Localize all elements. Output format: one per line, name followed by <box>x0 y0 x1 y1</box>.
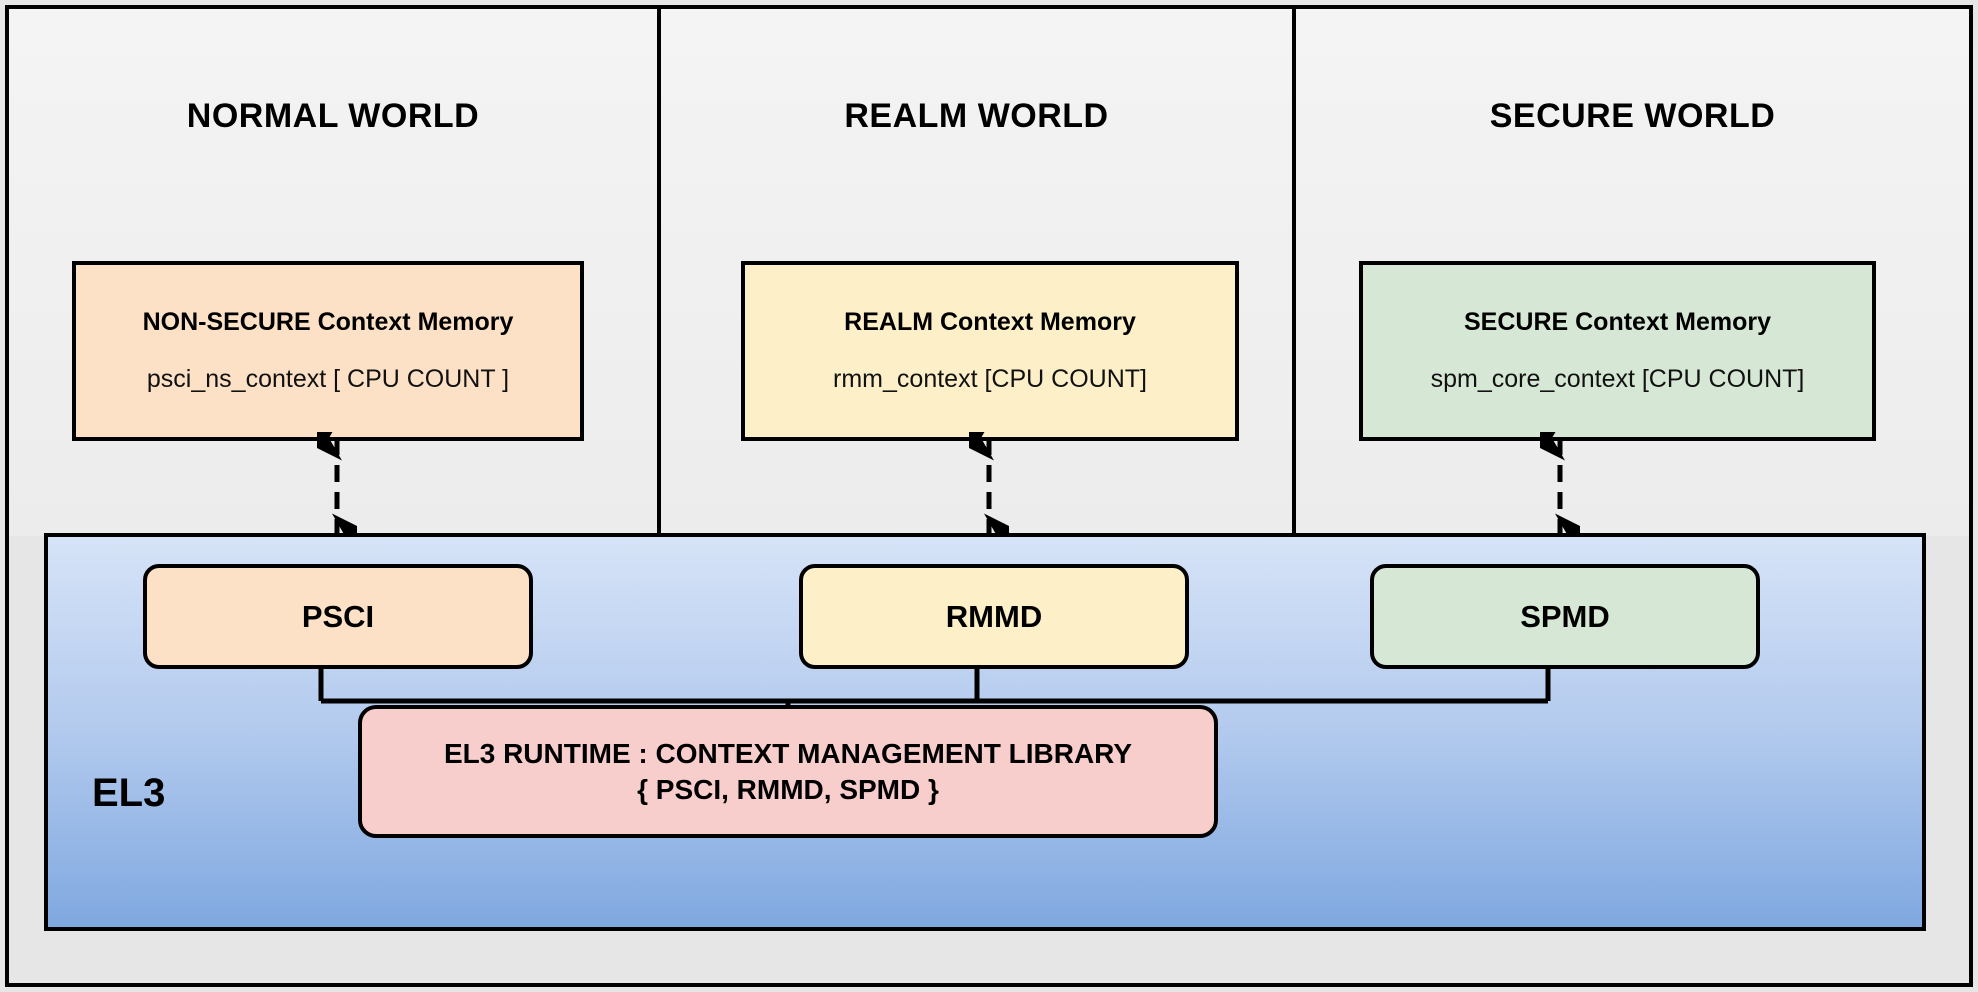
context-memory-title-nonsecure: NON-SECURE Context Memory <box>142 308 514 336</box>
dispatcher-spmd[interactable]: SPMD <box>1370 564 1760 669</box>
el3-panel: EL3 PSCI RMMD SPMD EL3 RUNTIME : CONTEXT… <box>44 533 1926 931</box>
dispatcher-psci-label: PSCI <box>301 598 375 634</box>
world-title-realm: REALM WORLD <box>844 97 1109 135</box>
el3-runtime-library-box[interactable]: EL3 RUNTIME : CONTEXT MANAGEMENT LIBRARY… <box>358 705 1218 838</box>
dashed-arrow-realm <box>969 432 1009 542</box>
context-memory-subtitle-realm: rmm_context [CPU COUNT] <box>833 365 1147 393</box>
dashed-arrow-nonsecure <box>317 432 357 542</box>
context-memory-box-secure: SECURE Context Memory spm_core_context [… <box>1359 261 1876 441</box>
dashed-arrow-secure <box>1540 432 1580 542</box>
context-memory-subtitle-secure: spm_core_context [CPU COUNT] <box>1430 365 1805 393</box>
world-title-secure: SECURE WORLD <box>1489 97 1776 135</box>
outer-frame <box>5 5 1973 987</box>
el3-runtime-library-line2: { PSCI, RMMD, SPMD } <box>637 773 939 805</box>
context-memory-subtitle-nonsecure: psci_ns_context [ CPU COUNT ] <box>146 365 510 393</box>
el3-runtime-library-line1: EL3 RUNTIME : CONTEXT MANAGEMENT LIBRARY <box>443 737 1133 769</box>
world-column-realm: REALM WORLD REALM Context Memory rmm_con… <box>657 9 1292 536</box>
context-memory-title-secure: SECURE Context Memory <box>1464 308 1771 336</box>
dispatcher-rmmd[interactable]: RMMD <box>799 564 1189 669</box>
el3-label: EL3 <box>92 771 166 815</box>
context-memory-box-realm: REALM Context Memory rmm_context [CPU CO… <box>741 261 1239 441</box>
dispatcher-psci[interactable]: PSCI <box>143 564 533 669</box>
context-memory-box-nonsecure: NON-SECURE Context Memory psci_ns_contex… <box>72 261 584 441</box>
dispatcher-spmd-label: SPMD <box>1520 598 1610 634</box>
world-column-secure: SECURE WORLD SECURE Context Memory spm_c… <box>1292 9 1969 536</box>
world-title-normal: NORMAL WORLD <box>186 97 480 135</box>
context-memory-title-realm: REALM Context Memory <box>844 308 1136 336</box>
dispatcher-rmmd-label: RMMD <box>945 598 1043 634</box>
